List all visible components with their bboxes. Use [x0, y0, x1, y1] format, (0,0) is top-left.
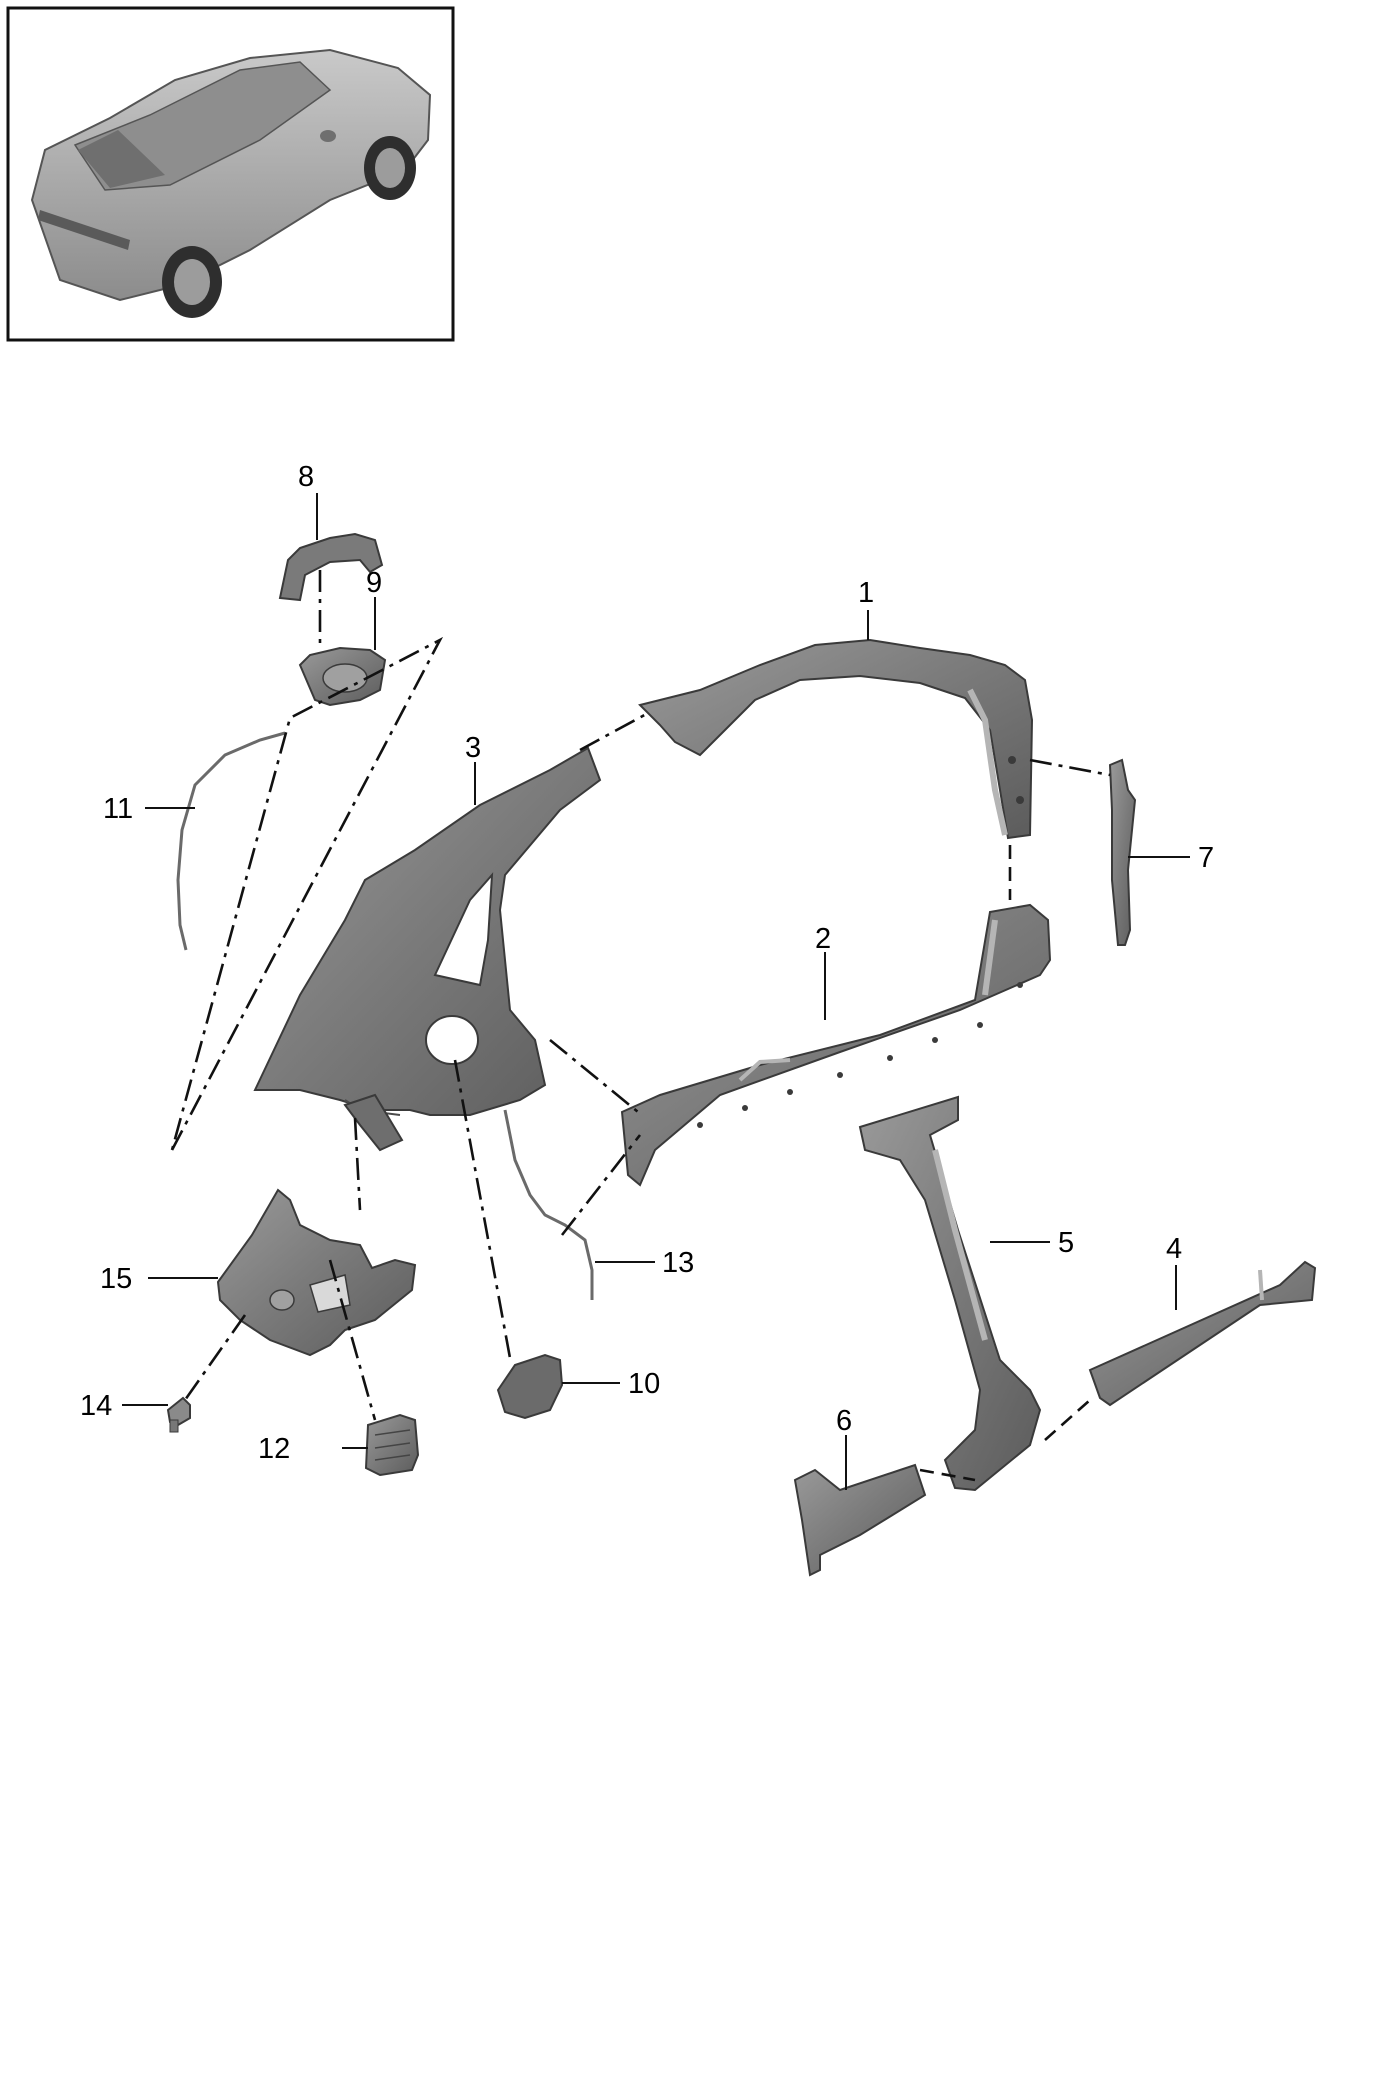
callout-1: 1 — [858, 577, 874, 609]
leader-lines — [122, 493, 1190, 1490]
part-14-clip — [166, 1396, 191, 1433]
callout-7: 7 — [1198, 842, 1214, 874]
part-12-vent — [364, 1413, 420, 1477]
callout-15: 15 — [100, 1263, 132, 1295]
part-1-roof-frame — [638, 638, 1034, 840]
car-overview-icon — [30, 48, 432, 318]
callout-13: 13 — [662, 1247, 694, 1279]
part-8-bracket — [278, 532, 384, 602]
part-13-cable — [503, 1109, 594, 1300]
part-11-cable — [176, 731, 286, 951]
callout-9: 9 — [366, 567, 382, 599]
callout-11: 11 — [103, 793, 133, 825]
callout-14: 14 — [80, 1390, 112, 1422]
assembly-lines — [170, 570, 1111, 1482]
callout-8: 8 — [298, 461, 314, 493]
callout-3: 3 — [465, 732, 481, 764]
callout-10: 10 — [628, 1368, 660, 1400]
callout-6: 6 — [836, 1405, 852, 1437]
callout-labels: 1 2 3 4 5 6 7 8 9 11 12 13 14 15 10 — [80, 461, 1214, 1465]
part-3-rear-quarter-panel — [253, 746, 602, 1152]
part-6-lower-pillar-reinforcement — [793, 1463, 927, 1577]
part-10-fuel-flap — [496, 1353, 564, 1420]
car-overview-thumbnail — [6, 6, 455, 342]
callout-12: 12 — [258, 1433, 290, 1465]
callout-4: 4 — [1166, 1233, 1182, 1265]
callout-2: 2 — [815, 923, 831, 955]
part-5-b-pillar — [858, 1095, 1042, 1492]
part-4-rocker-panel — [1088, 1260, 1317, 1407]
callout-5: 5 — [1058, 1227, 1074, 1259]
part-7-reinforcement-strip — [1108, 758, 1137, 946]
part-15-wheelhouse-bracket — [216, 1188, 417, 1357]
part-2-side-member — [620, 903, 1052, 1187]
